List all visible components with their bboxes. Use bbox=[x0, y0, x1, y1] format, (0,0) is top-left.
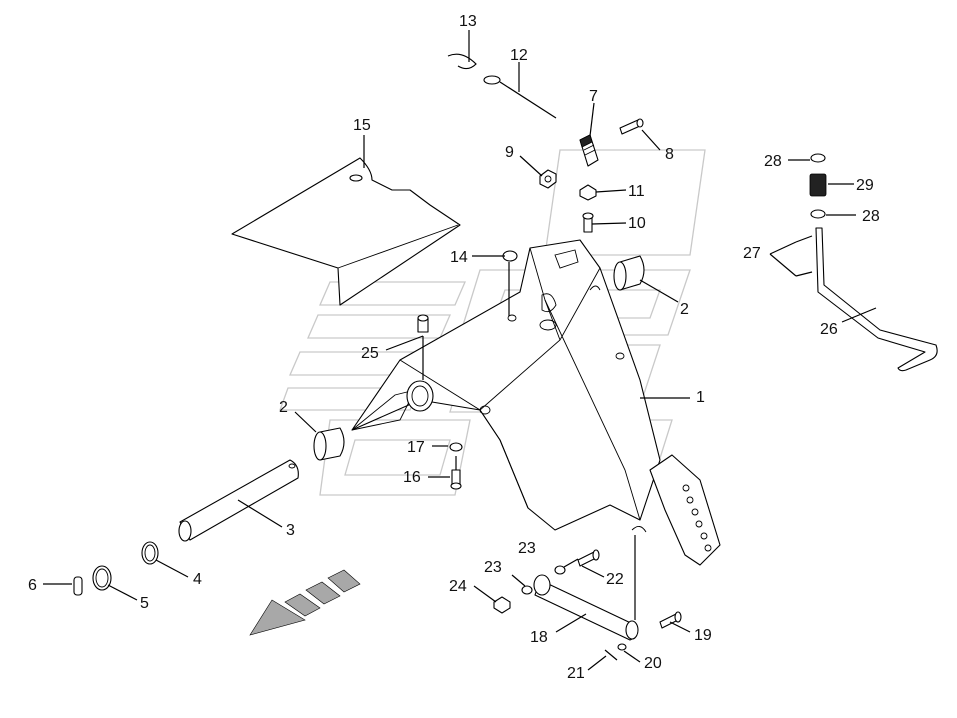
circlip-part-5 bbox=[92, 565, 112, 591]
callout-3: 3 bbox=[286, 522, 295, 539]
roll-pin-part-6 bbox=[73, 576, 83, 596]
bushing-part-2-lower bbox=[313, 427, 345, 461]
callout-21: 21 bbox=[567, 665, 585, 682]
spring-clip-part-13 bbox=[447, 53, 477, 70]
handle-part-7 bbox=[579, 134, 599, 167]
bushing-part-2-upper bbox=[613, 255, 645, 291]
cotter-pin-part-21 bbox=[604, 649, 618, 661]
cable-part-12 bbox=[483, 75, 557, 119]
lever-part-26 bbox=[815, 227, 938, 372]
callout-28: 28 bbox=[764, 153, 782, 170]
callout-2: 2 bbox=[279, 399, 288, 416]
callout-25: 25 bbox=[361, 345, 379, 362]
washer-part-23b bbox=[521, 585, 533, 595]
bolt-part-16 bbox=[450, 469, 462, 490]
lower-pin-part-18 bbox=[533, 574, 639, 641]
callout-10: 10 bbox=[628, 215, 646, 232]
callout-23: 23 bbox=[484, 559, 502, 576]
callout-29: 29 bbox=[856, 177, 874, 194]
bolt-part-22 bbox=[577, 549, 600, 567]
nut-part-9 bbox=[539, 169, 557, 189]
washer-part-17 bbox=[449, 442, 463, 452]
nut-part-11 bbox=[579, 184, 597, 201]
washer-part-20 bbox=[617, 643, 627, 651]
bolt-part-8 bbox=[619, 118, 644, 135]
callout-23: 23 bbox=[518, 540, 536, 557]
callout-27: 27 bbox=[743, 245, 761, 262]
callout-16: 16 bbox=[403, 469, 421, 486]
callout-2: 2 bbox=[680, 301, 689, 318]
callout-7: 7 bbox=[589, 88, 598, 105]
callout-4: 4 bbox=[193, 571, 202, 588]
bolt-part-19 bbox=[659, 611, 682, 629]
callout-13: 13 bbox=[459, 13, 477, 30]
washer-part-28-bottom bbox=[810, 209, 826, 219]
callout-24: 24 bbox=[449, 578, 467, 595]
screw-part-10 bbox=[582, 212, 594, 233]
callout-9: 9 bbox=[505, 144, 514, 161]
callout-14: 14 bbox=[450, 249, 468, 266]
ring-part-4 bbox=[141, 541, 159, 565]
callout-6: 6 bbox=[28, 577, 37, 594]
washer-part-28-top bbox=[810, 153, 826, 163]
direction-arrow bbox=[249, 569, 361, 636]
callout-20: 20 bbox=[644, 655, 662, 672]
pins-part-27 bbox=[795, 235, 813, 277]
callout-11: 11 bbox=[628, 183, 645, 200]
spring-part-29 bbox=[809, 173, 827, 197]
callout-5: 5 bbox=[140, 595, 149, 612]
callout-18: 18 bbox=[530, 629, 548, 646]
callout-28: 28 bbox=[862, 208, 880, 225]
nut-part-24 bbox=[493, 596, 511, 614]
callout-22: 22 bbox=[606, 571, 624, 588]
pivot-pin-part-3 bbox=[178, 459, 299, 542]
callout-labels: 1 2 2 3 4 5 6 7 8 9 10 11 12 13 14 15 16… bbox=[28, 13, 880, 682]
cap-part-14 bbox=[502, 250, 518, 262]
cover-plate-part-15 bbox=[231, 157, 461, 306]
callout-1: 1 bbox=[696, 389, 705, 406]
callout-17: 17 bbox=[407, 439, 425, 456]
callout-26: 26 bbox=[820, 321, 838, 338]
callout-19: 19 bbox=[694, 627, 712, 644]
grease-nipple-part-25 bbox=[417, 314, 429, 333]
washer-part-23a bbox=[554, 565, 566, 575]
callout-8: 8 bbox=[665, 146, 674, 163]
main-arm-part-1 bbox=[351, 239, 721, 566]
callout-12: 12 bbox=[510, 47, 528, 64]
leader-lines bbox=[43, 30, 877, 671]
callout-15: 15 bbox=[353, 117, 371, 134]
